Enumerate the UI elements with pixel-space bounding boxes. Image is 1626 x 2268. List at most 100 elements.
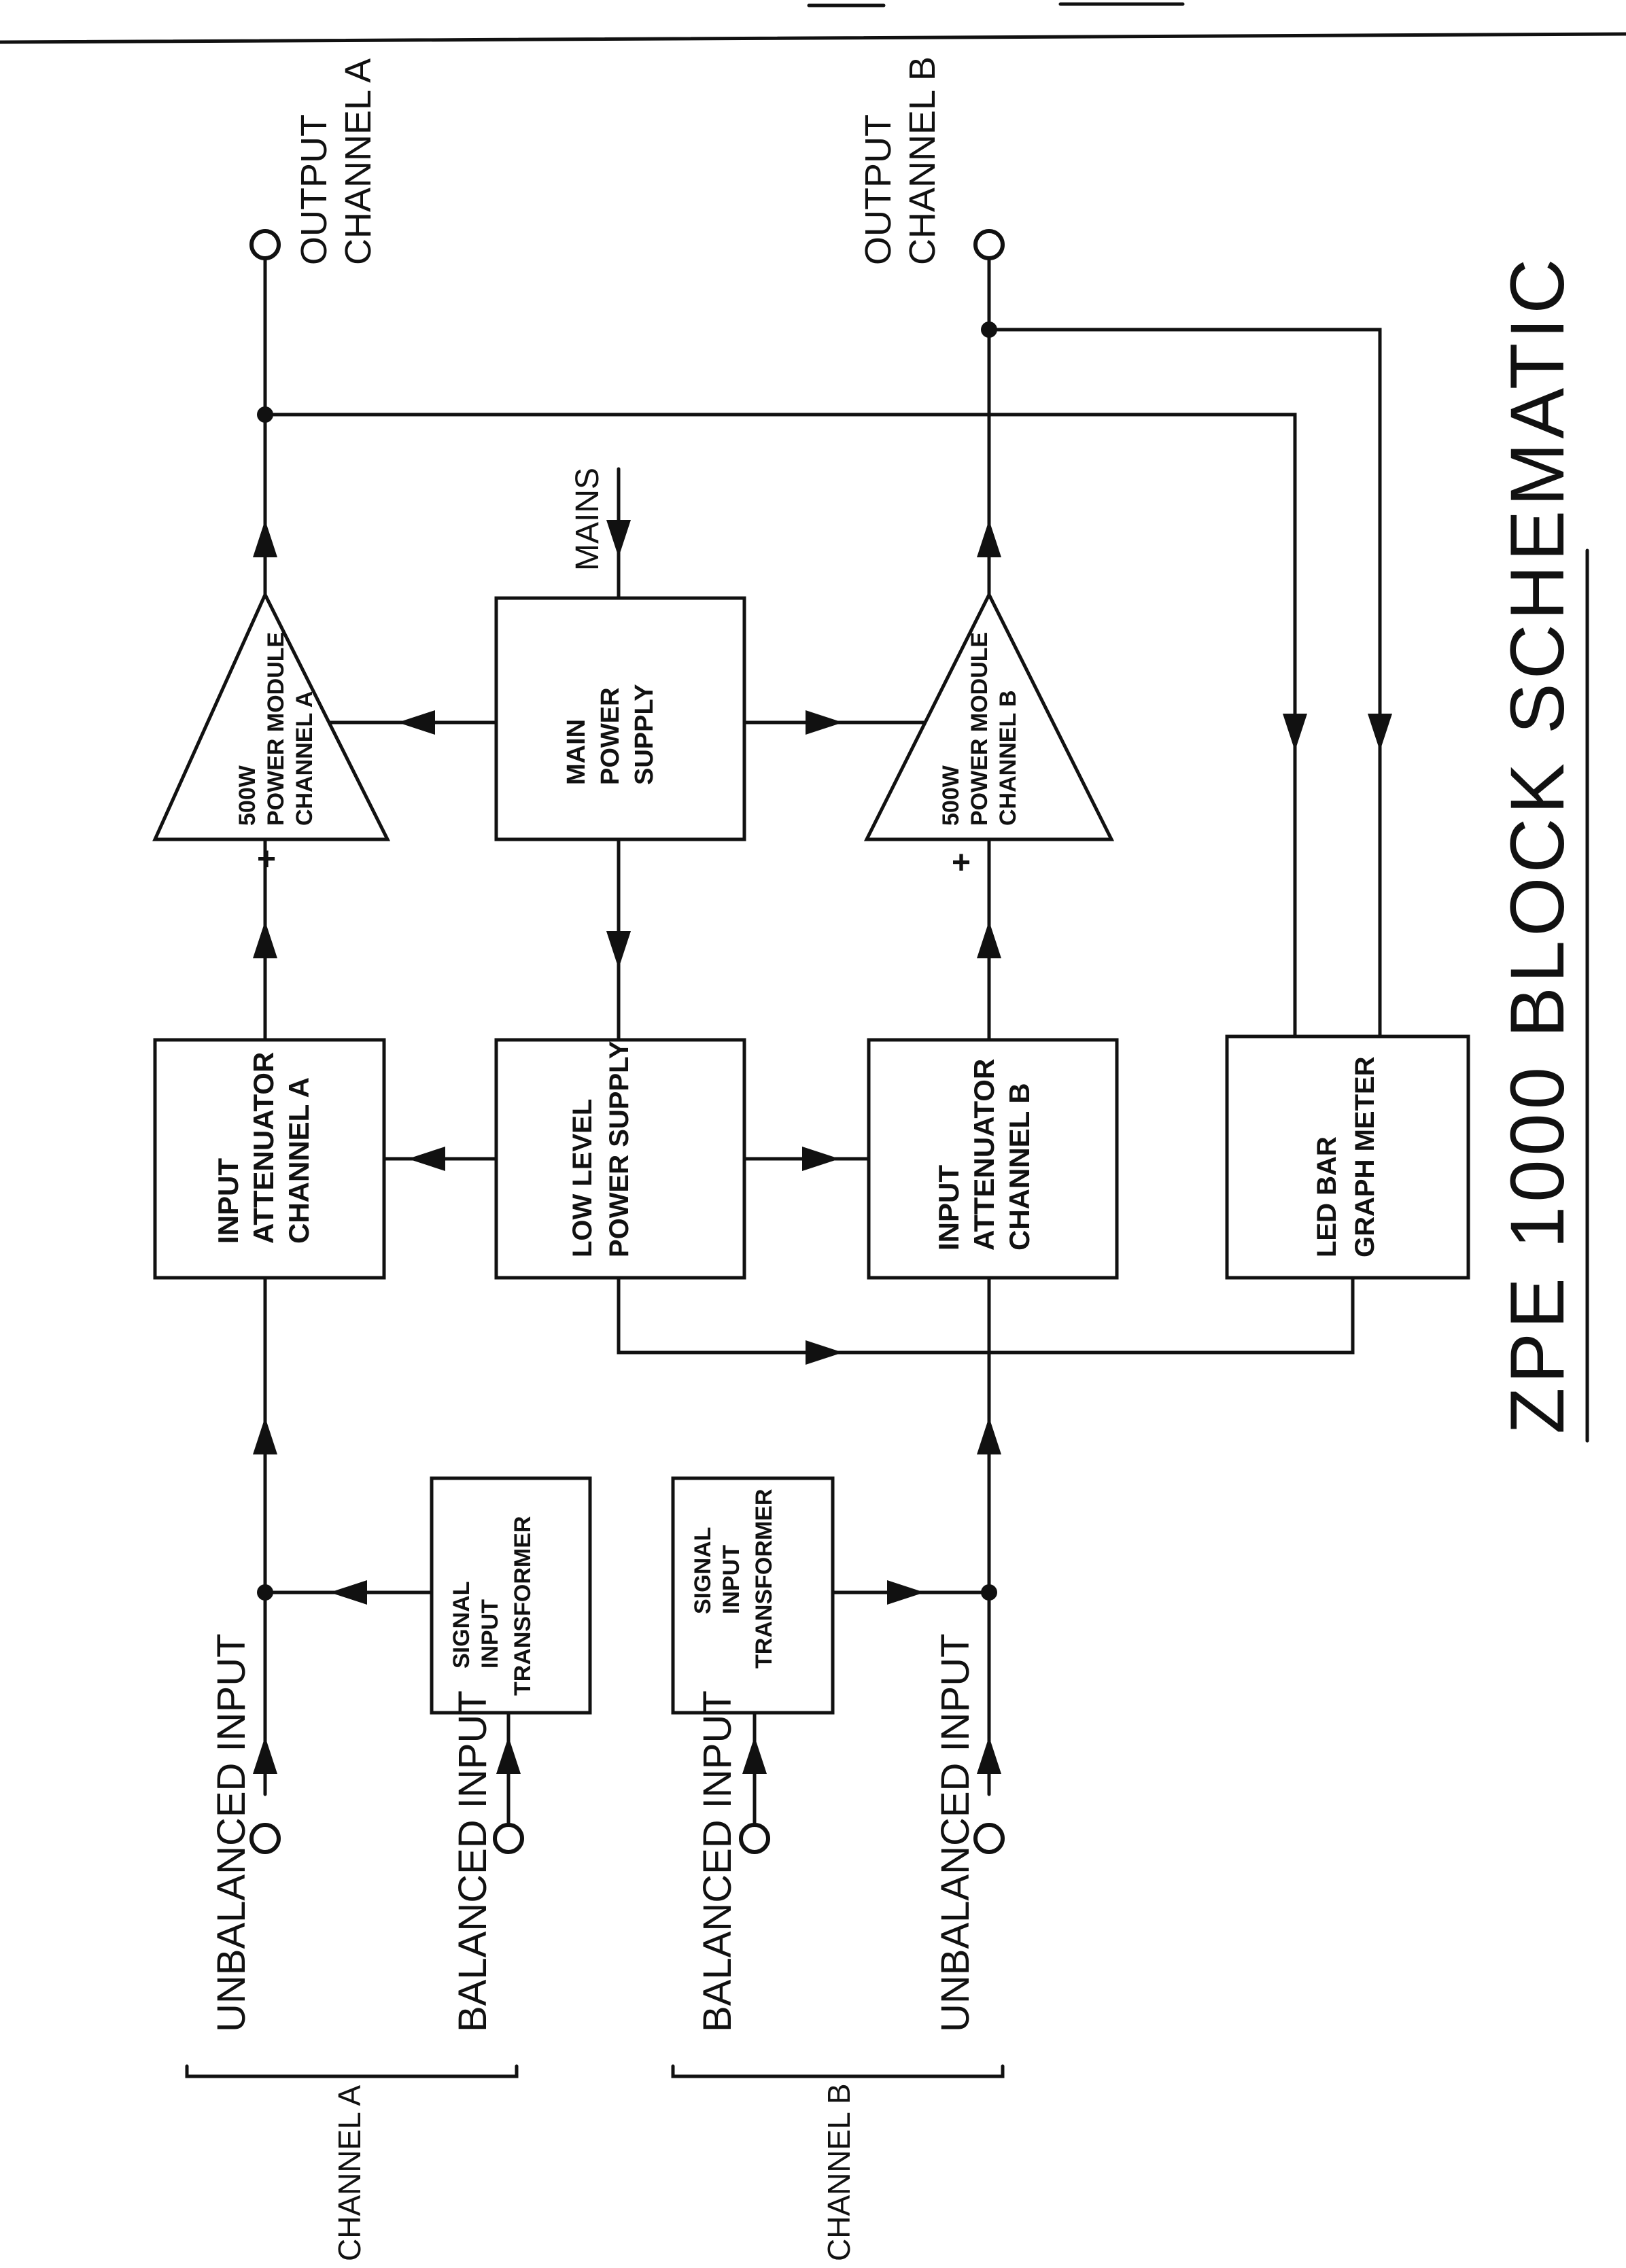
input-attenuator-a-box xyxy=(153,1038,386,1280)
svg-text:LOW LEVEL: LOW LEVEL xyxy=(568,1099,598,1257)
svg-text:CHANNEL B: CHANNEL B xyxy=(902,56,943,265)
svg-text:SIGNAL: SIGNAL xyxy=(690,1527,716,1614)
signal-input-transformer-a-label: SIGNAL INPUT TRANSFORMER xyxy=(449,1516,536,1696)
svg-text:CHANNEL A: CHANNEL A xyxy=(338,58,379,265)
power-module-b-triangle xyxy=(863,591,1115,841)
junction-dot-a-top xyxy=(257,406,273,423)
main-power-supply-box xyxy=(494,596,746,841)
svg-text:CHANNEL A: CHANNEL A xyxy=(332,2085,367,2261)
svg-text:ATTENUATOR: ATTENUATOR xyxy=(247,1052,279,1244)
balanced-b-terminal xyxy=(739,1823,770,1854)
svg-text:CHANNEL A: CHANNEL A xyxy=(292,691,317,826)
input-attenuator-a-label: INPUT ATTENUATOR CHANNEL A xyxy=(212,1052,315,1244)
svg-text:LED BAR: LED BAR xyxy=(1312,1136,1342,1257)
input-attenuator-b-box xyxy=(867,1038,1119,1280)
arrow-llps-to-meter xyxy=(806,1340,843,1365)
balanced-a-terminal xyxy=(493,1823,524,1854)
mains-label: MAINS xyxy=(570,468,606,571)
junction-dot-b-top xyxy=(981,321,997,338)
channel-a-group-label: CHANNEL A xyxy=(332,2085,367,2261)
plus-sign-a: + xyxy=(257,841,276,877)
unbalanced-input-a-label: UNBALANCED INPUT xyxy=(209,1633,254,2032)
svg-text:POWER: POWER xyxy=(596,687,625,785)
led-bar-graph-meter-box xyxy=(1225,1034,1470,1280)
arrow-a-unbalanced xyxy=(253,1737,277,1774)
arrow-b-output xyxy=(977,520,1001,557)
power-module-a-label: 500W POWER MODULE CHANNEL A xyxy=(235,632,317,826)
arrow-transformer-b xyxy=(887,1580,924,1605)
balanced-input-a-label: BALANCED INPUT xyxy=(451,1690,495,2032)
svg-text:INPUT: INPUT xyxy=(477,1599,503,1669)
svg-text:POWER MODULE: POWER MODULE xyxy=(263,632,289,826)
output-a-label: OUTPUT CHANNEL A xyxy=(294,58,379,265)
svg-text:CHANNEL A: CHANNEL A xyxy=(283,1077,315,1244)
arrow-meter-tap-b xyxy=(1368,714,1392,751)
svg-text:CHANNEL B: CHANNEL B xyxy=(1003,1083,1035,1251)
svg-text:GRAPH METER: GRAPH METER xyxy=(1350,1056,1380,1257)
channel-b-meter-tap xyxy=(987,328,1382,1039)
arrow-a-output xyxy=(253,520,277,557)
svg-text:500W: 500W xyxy=(235,765,260,826)
svg-text:BALANCED INPUT: BALANCED INPUT xyxy=(451,1690,495,2032)
arrow-a-balanced xyxy=(496,1737,521,1774)
svg-text:ATTENUATOR: ATTENUATOR xyxy=(968,1059,1000,1251)
svg-text:INPUT: INPUT xyxy=(212,1158,244,1244)
arrow-llps-to-att-a xyxy=(408,1147,445,1171)
input-attenuator-b-label: INPUT ATTENUATOR CHANNEL B xyxy=(933,1059,1035,1251)
schematic-title: ZPE 1000 BLOCK SCHEMATIC xyxy=(1495,255,1580,1434)
unbalanced-a-terminal xyxy=(249,1823,281,1854)
output-b-terminal xyxy=(973,229,1005,260)
svg-text:UNBALANCED INPUT: UNBALANCED INPUT xyxy=(933,1633,978,2032)
unbalanced-input-b-label: UNBALANCED INPUT xyxy=(933,1633,978,2032)
llps-to-meter-line xyxy=(617,1276,1355,1355)
arrow-mains xyxy=(606,520,631,557)
power-module-b-label: 500W POWER MODULE CHANNEL B xyxy=(938,632,1021,826)
arrow-llps-to-att-b xyxy=(802,1147,840,1171)
low-level-power-supply-box xyxy=(494,1038,746,1280)
junction-dot-a-input xyxy=(257,1584,273,1601)
plus-sign-b: + xyxy=(952,845,971,881)
svg-text:INPUT: INPUT xyxy=(719,1545,744,1614)
power-module-a-triangle xyxy=(152,591,391,841)
svg-text:CHANNEL B: CHANNEL B xyxy=(995,690,1021,826)
svg-text:CHANNEL B: CHANNEL B xyxy=(821,2083,857,2261)
led-bar-graph-meter-label: LED BAR GRAPH METER xyxy=(1312,1056,1380,1257)
arrow-transformer-a xyxy=(330,1580,367,1605)
arrow-b-to-attenuator xyxy=(977,1417,1001,1454)
main-power-supply-label: MAIN POWER SUPPLY xyxy=(562,684,659,785)
channel-a-meter-tap xyxy=(263,413,1297,1039)
arrow-a-to-module xyxy=(253,921,277,958)
arrow-b-to-module xyxy=(977,921,1001,958)
channel-b-group-label: CHANNEL B xyxy=(821,2083,857,2261)
output-a-terminal xyxy=(249,229,281,260)
header-rule xyxy=(0,32,1626,44)
arrow-meter-tap-a xyxy=(1283,714,1307,751)
svg-text:INPUT: INPUT xyxy=(933,1165,965,1251)
unbalanced-b-terminal xyxy=(973,1823,1005,1854)
low-level-power-supply-label: LOW LEVEL POWER SUPPLY xyxy=(568,1041,634,1257)
junction-dot-b-input xyxy=(981,1584,997,1601)
svg-text:POWER MODULE: POWER MODULE xyxy=(967,632,992,826)
arrow-mps-to-llps xyxy=(606,931,631,969)
svg-text:SIGNAL: SIGNAL xyxy=(449,1582,474,1669)
svg-text:TRANSFORMER: TRANSFORMER xyxy=(751,1489,777,1669)
arrow-mps-to-module-b xyxy=(806,710,843,735)
balanced-input-b-label: BALANCED INPUT xyxy=(695,1690,740,2032)
svg-text:TRANSFORMER: TRANSFORMER xyxy=(510,1516,536,1696)
output-b-label: OUTPUT CHANNEL B xyxy=(858,56,943,265)
svg-text:POWER SUPPLY: POWER SUPPLY xyxy=(604,1041,634,1257)
arrow-b-unbalanced xyxy=(977,1737,1001,1774)
channel-b-bracket xyxy=(671,2064,1005,2078)
svg-text:BALANCED INPUT: BALANCED INPUT xyxy=(695,1690,740,2032)
signal-input-transformer-b-label: SIGNAL INPUT TRANSFORMER xyxy=(690,1489,777,1669)
signal-input-transformer-a-box xyxy=(430,1476,592,1715)
svg-text:500W: 500W xyxy=(938,765,964,826)
svg-text:SUPPLY: SUPPLY xyxy=(630,684,659,785)
svg-text:ZPE 1000 BLOCK SCHEMATIC: ZPE 1000 BLOCK SCHEMATIC xyxy=(1495,255,1580,1434)
svg-text:MAIN: MAIN xyxy=(562,719,591,785)
arrow-a-to-attenuator xyxy=(253,1417,277,1454)
svg-text:UNBALANCED INPUT: UNBALANCED INPUT xyxy=(209,1633,254,2032)
arrow-b-balanced xyxy=(742,1737,767,1774)
svg-text:OUTPUT: OUTPUT xyxy=(294,114,334,265)
